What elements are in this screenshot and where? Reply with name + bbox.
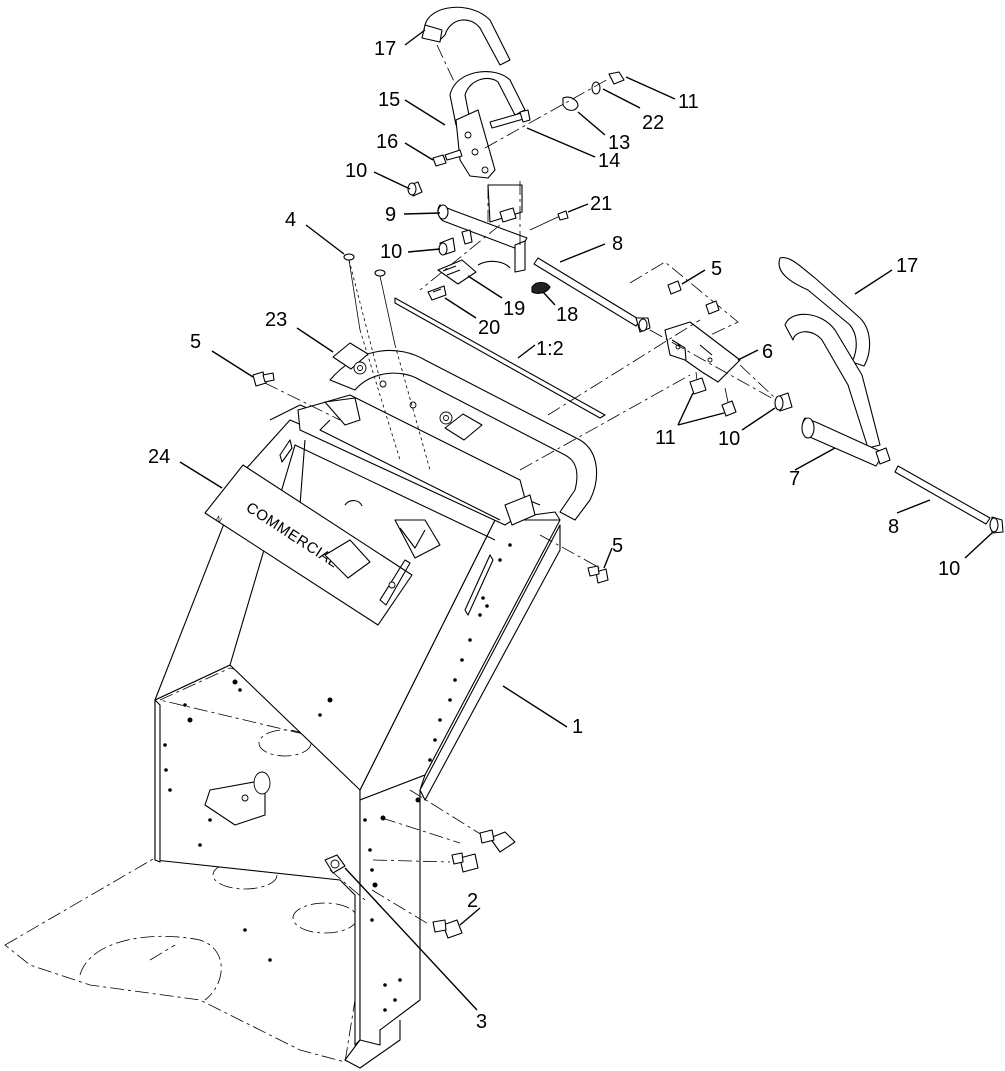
callout-14: 14 — [598, 150, 620, 172]
decal-corner-mark: N — [214, 514, 224, 525]
callout-23: 23 — [265, 309, 287, 331]
callout-10-lower: 10 — [938, 558, 960, 580]
frame-assembly — [4, 349, 598, 1069]
commercial-decal: COMMERCIAL N — [204, 464, 441, 626]
callout-17-right: 17 — [896, 255, 918, 277]
callout-4: 4 — [285, 209, 296, 231]
callout-16: 16 — [376, 131, 398, 153]
pin-parts — [343, 253, 431, 471]
callout-9: 9 — [385, 204, 396, 226]
callout-5-left: 5 — [190, 331, 201, 353]
callout-22: 22 — [642, 112, 664, 134]
right-handle-assembly — [649, 257, 1004, 534]
callout-8-upper: 8 — [612, 233, 623, 255]
callout-15: 15 — [378, 89, 400, 111]
control-panel-decal — [332, 342, 483, 441]
callout-7: 7 — [789, 468, 800, 490]
bolts — [252, 371, 609, 939]
callout-6: 6 — [762, 341, 773, 363]
callout-18: 18 — [556, 304, 578, 326]
callout-21: 21 — [590, 193, 612, 215]
callout-10-mid: 10 — [380, 241, 402, 263]
callout-5-right: 5 — [711, 258, 722, 280]
callout-11-right: 11 — [655, 427, 676, 449]
callout-3: 3 — [476, 1011, 487, 1033]
callout-17-upper: 17 — [374, 38, 396, 60]
callout-11-upper: 11 — [678, 91, 699, 113]
gas-spring-rod — [394, 297, 606, 419]
callout-10-upper: 10 — [345, 160, 367, 182]
callout-8-lower: 8 — [888, 516, 899, 538]
latch-parts — [427, 259, 551, 301]
callout-10-right: 10 — [718, 428, 740, 450]
callout-20: 20 — [478, 317, 500, 339]
callout-19: 19 — [503, 298, 525, 320]
callout-1: 1 — [572, 716, 583, 738]
frame-holes — [163, 543, 512, 1012]
callout-1-2: 1:2 — [536, 338, 564, 360]
upper-handle-assembly — [421, 6, 625, 223]
callout-labels: 17 15 16 10 9 4 10 23 5 24 11 22 13 14 2… — [148, 38, 960, 1033]
callout-5-lower: 5 — [612, 535, 623, 557]
bracket-6 — [629, 261, 741, 417]
callout-24: 24 — [148, 446, 170, 468]
handle-tube-9 — [407, 181, 569, 273]
leader-lines — [179, 29, 993, 1011]
assembly-center-lines — [264, 178, 701, 926]
callout-13: 13 — [608, 132, 630, 154]
callout-2: 2 — [467, 890, 478, 912]
rod-8-upper — [533, 257, 651, 333]
